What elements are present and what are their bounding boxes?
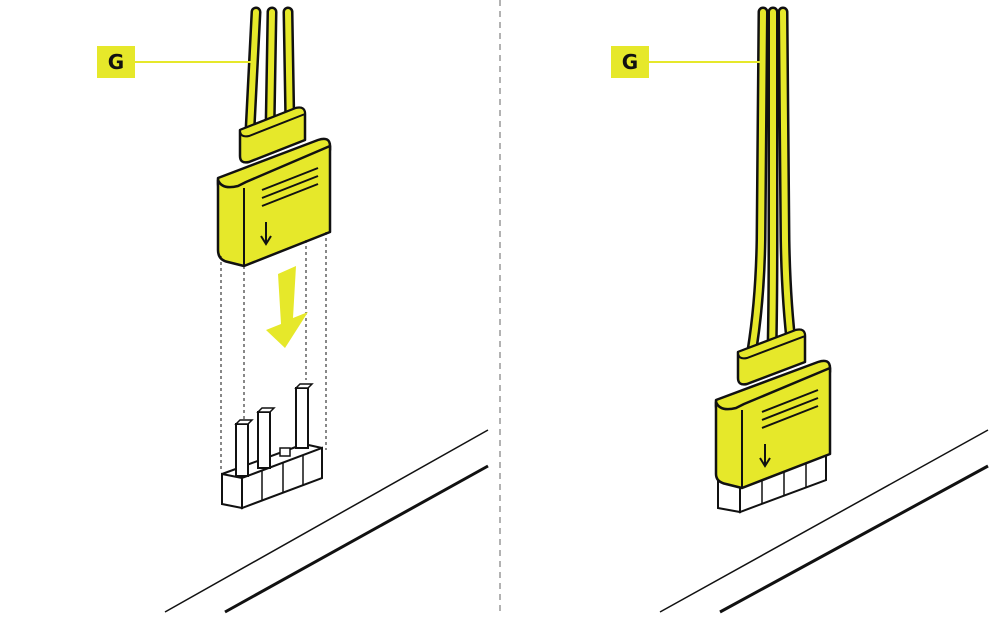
down-arrow-icon bbox=[260, 222, 272, 246]
alignment-guides bbox=[220, 232, 327, 470]
board-edge-left bbox=[164, 429, 489, 613]
board-edge-right-thick bbox=[719, 464, 989, 614]
board-edge-left-thick bbox=[224, 464, 489, 614]
connector-right bbox=[714, 328, 832, 514]
callout-label-right: G bbox=[611, 46, 649, 78]
insert-direction-arrow bbox=[266, 266, 308, 348]
left-panel bbox=[134, 6, 489, 614]
right-panel bbox=[648, 6, 989, 614]
pin-header bbox=[221, 383, 323, 510]
connector-left bbox=[216, 106, 332, 268]
board-edge-right bbox=[659, 429, 989, 613]
callout-label-left: G bbox=[97, 46, 135, 78]
down-arrow-icon bbox=[759, 444, 771, 468]
